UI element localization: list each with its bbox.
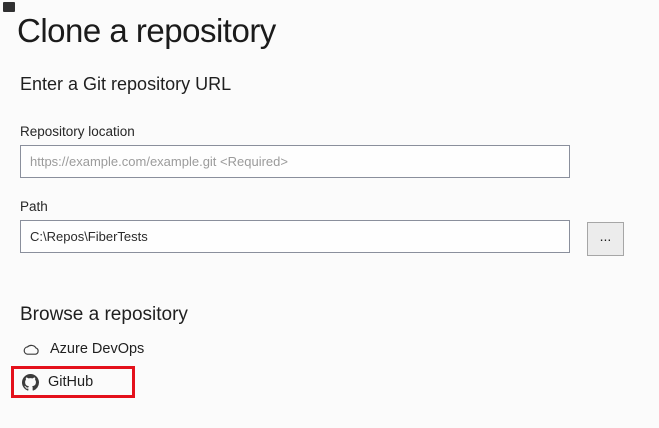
window-edge-artifact bbox=[3, 2, 15, 12]
path-input[interactable] bbox=[20, 220, 570, 253]
repository-location-input[interactable] bbox=[20, 145, 570, 178]
url-section-heading: Enter a Git repository URL bbox=[20, 74, 232, 94]
browse-path-button-label: ... bbox=[599, 227, 612, 244]
page-title: Clone a repository bbox=[17, 12, 276, 49]
cloud-icon bbox=[22, 343, 41, 356]
browse-section-heading: Browse a repository bbox=[20, 304, 188, 325]
repository-location-label: Repository location bbox=[20, 124, 135, 139]
provider-label: Azure DevOps bbox=[50, 341, 145, 357]
provider-item-azure-devops[interactable]: Azure DevOps bbox=[11, 338, 144, 360]
github-icon bbox=[22, 373, 39, 391]
browse-path-button[interactable]: ... bbox=[587, 222, 624, 256]
provider-label: GitHub bbox=[48, 374, 94, 390]
provider-item-github-highlighted[interactable]: GitHub bbox=[11, 366, 135, 398]
path-label: Path bbox=[20, 199, 48, 214]
